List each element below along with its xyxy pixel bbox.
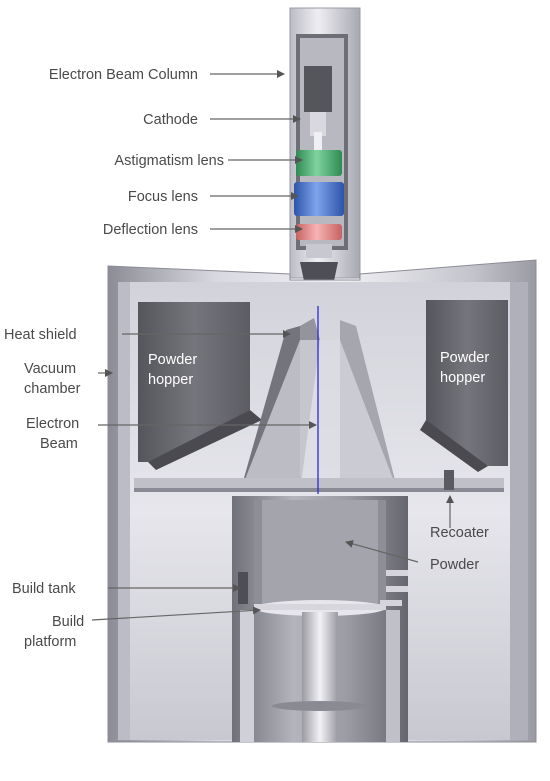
label-powder-hopper-left-2: hopper (148, 372, 193, 388)
build-shaft (272, 612, 368, 742)
label-powder-hopper-right-1: Powder (440, 350, 489, 366)
label-heat-shield: Heat shield (4, 327, 77, 343)
focus-lens (294, 182, 344, 216)
label-electron-beam-column: Electron Beam Column (49, 67, 198, 83)
work-deck (134, 478, 504, 492)
leader-lines (91, 70, 454, 621)
label-powder-hopper-right-2: hopper (440, 370, 485, 386)
label-vacuum-chamber-2: chamber (24, 381, 81, 397)
label-electron-beam-2: Beam (40, 436, 78, 452)
label-build-tank: Build tank (12, 581, 76, 597)
label-deflection-lens: Deflection lens (103, 222, 198, 238)
label-vacuum-chamber-1: Vacuum (24, 361, 76, 377)
astigmatism-lens (296, 150, 342, 176)
label-powder: Powder (430, 557, 479, 573)
deflection-lens (296, 224, 342, 240)
label-powder-hopper-left-1: Powder (148, 352, 197, 368)
label-astigmatism-lens: Astigmatism lens (114, 153, 224, 169)
powder-hopper-right (420, 300, 508, 472)
label-cathode: Cathode (143, 112, 198, 128)
heat-shield (240, 318, 398, 492)
label-focus-lens: Focus lens (128, 189, 198, 205)
label-electron-beam-1: Electron (26, 416, 79, 432)
label-build-platform-2: platform (24, 634, 76, 650)
recoater (444, 470, 454, 490)
build-platform (254, 600, 386, 616)
label-recoater: Recoater (430, 525, 489, 541)
label-build-platform-1: Build (52, 614, 84, 630)
